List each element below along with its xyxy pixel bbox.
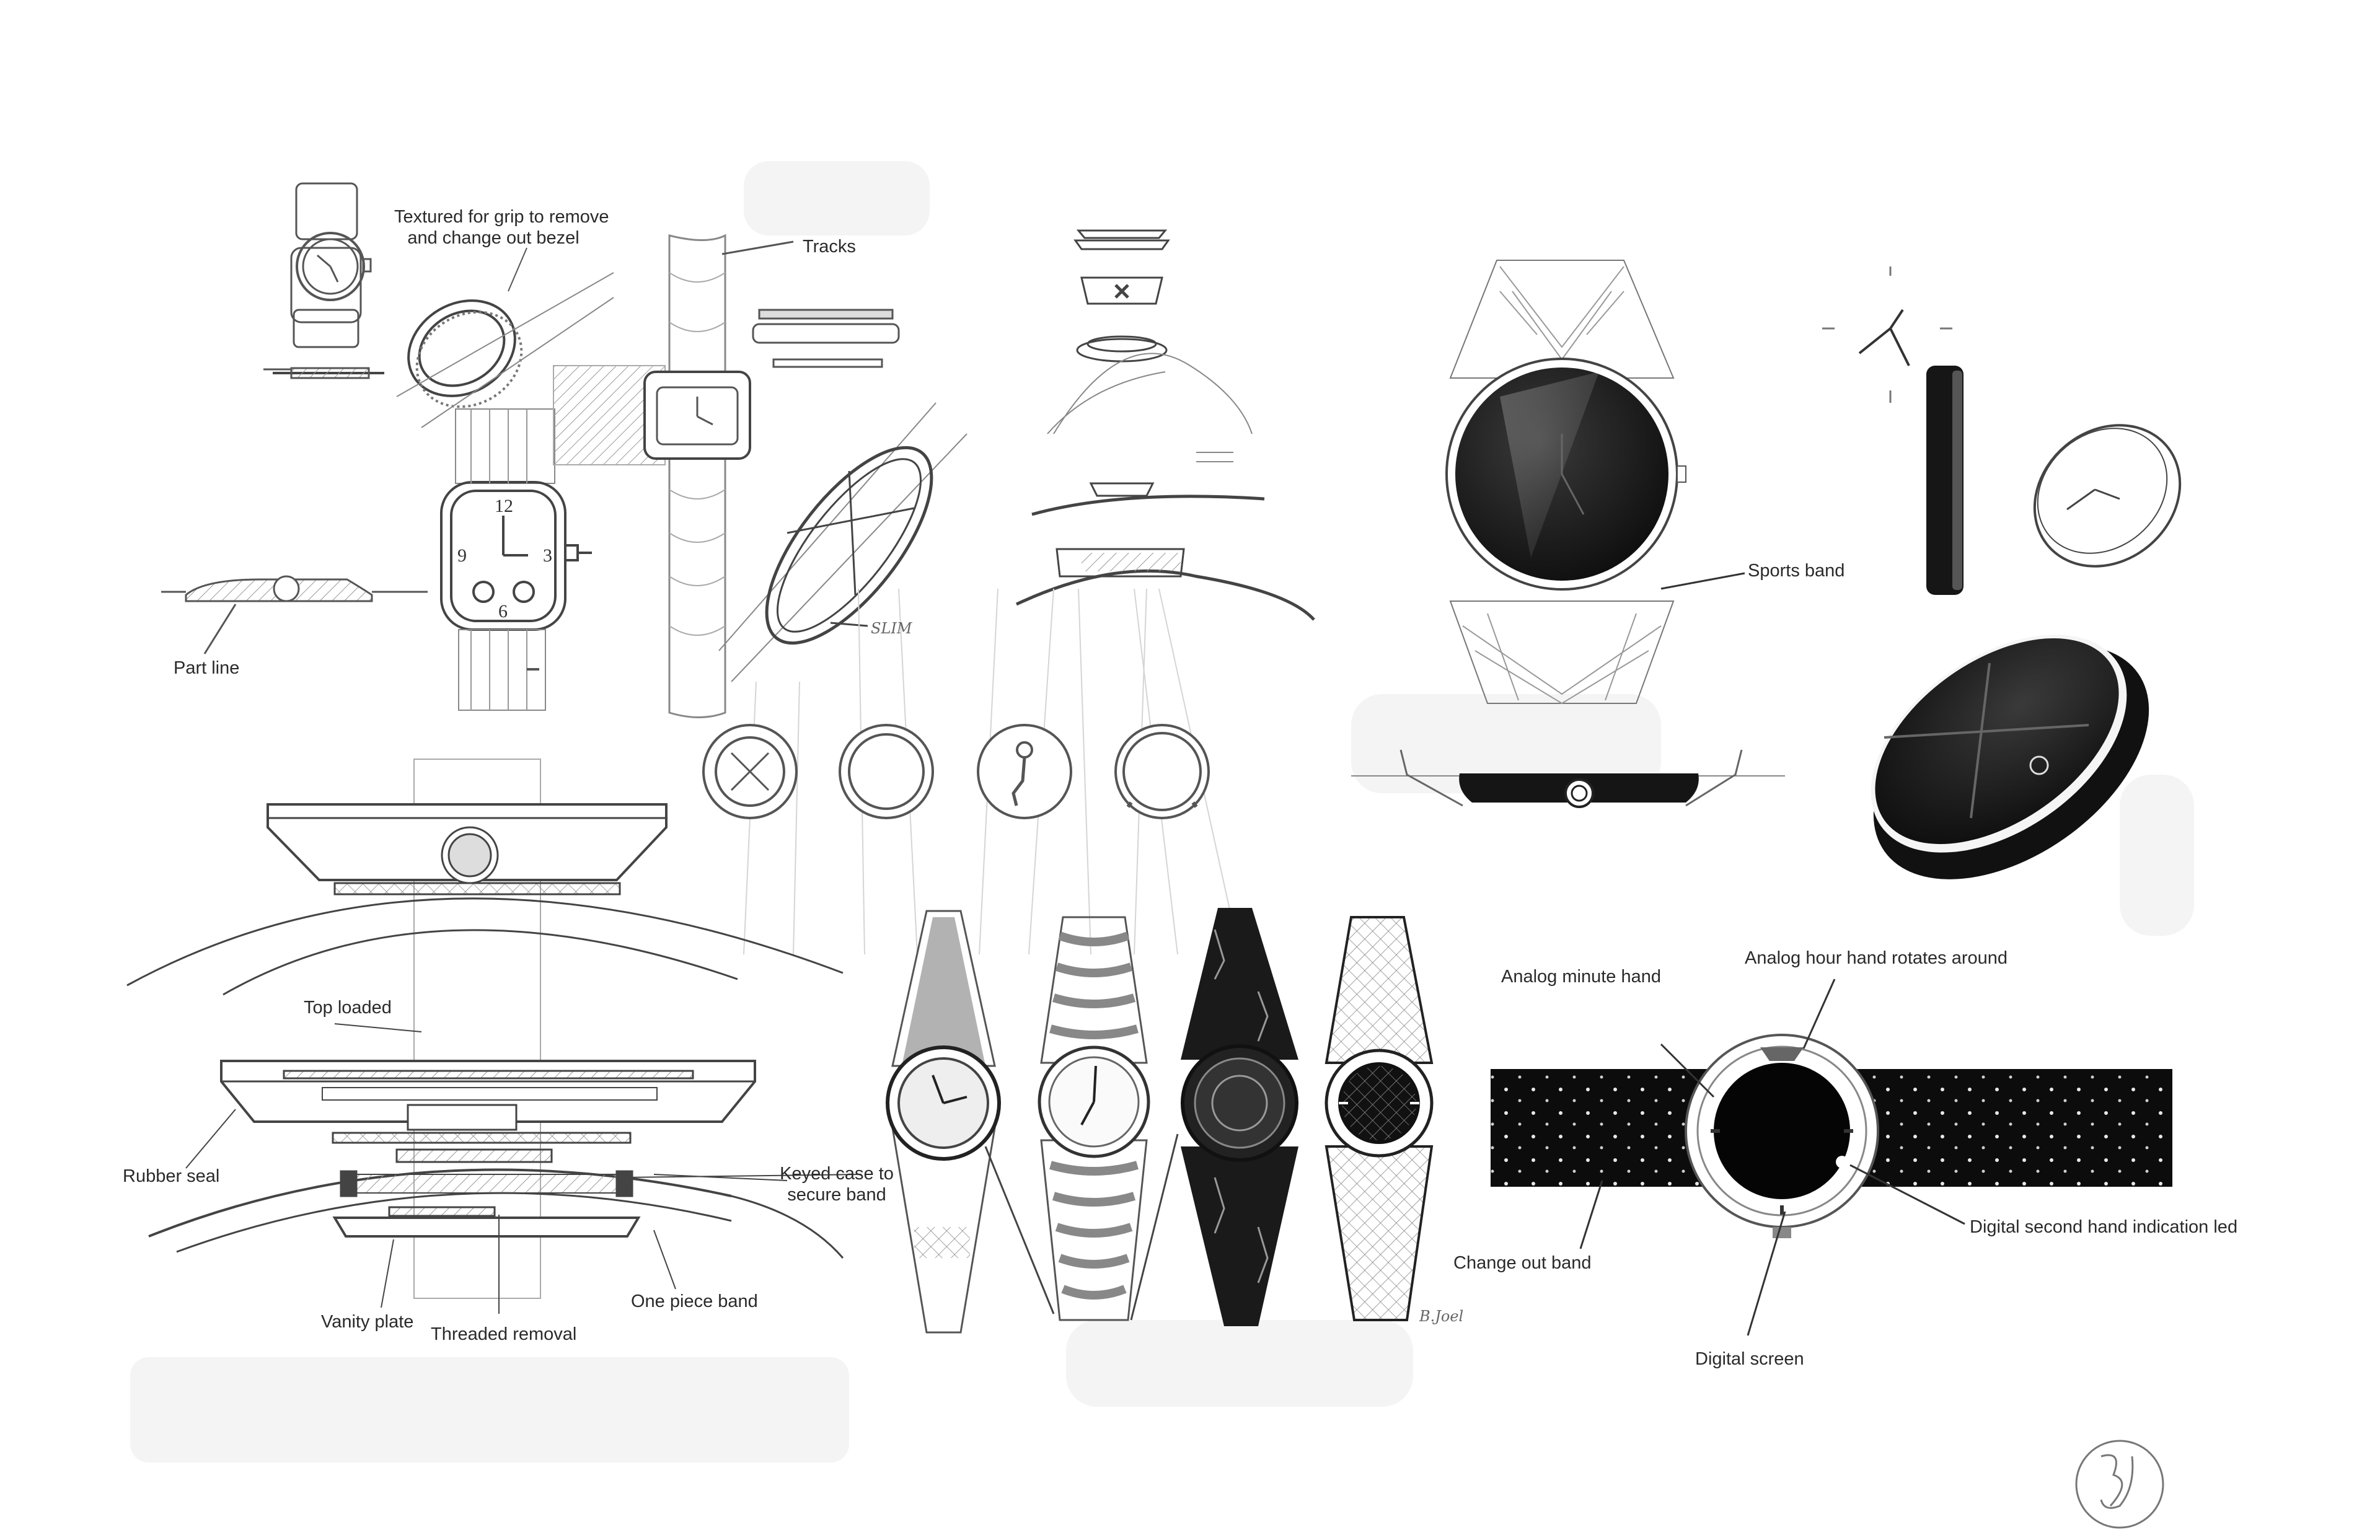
label-analog-minute-hand: Analog minute hand [1501,967,1661,987]
label-vanity-plate: Vanity plate [321,1312,414,1332]
watch-variant-4 [1324,916,1434,1321]
numeral-3: 3 [543,545,552,566]
label-tracks: Tracks [803,237,856,257]
textured-bezel-ring [396,247,614,428]
bezel-ring-row [702,724,1210,819]
side-profile-part-line [161,575,428,654]
watch-variant-2 [1038,916,1150,1321]
exploded-case-stack [1015,229,1315,621]
bezel-ring-marked [1114,724,1210,819]
rect-watch-tracks [553,234,794,718]
bezel-ring-cross [702,724,798,819]
label-rubber-seal: Rubber seal [123,1166,220,1186]
label-threaded-removal: Threaded removal [431,1324,577,1344]
label-bezel-grip-1: Textured for grip to remove [394,207,609,227]
label-sports-band: Sports band [1748,561,1845,581]
label-digital-second-hand: Digital second hand indication led [1970,1217,2238,1237]
label-keyed-case-1: Keyed case to [780,1164,894,1184]
small-watch-front [263,182,384,379]
label-analog-hour-hand: Analog hour hand rotates around [1745,948,2008,968]
label-slim: SLIM [871,620,912,637]
monogram-seal [2075,1440,2164,1529]
dark-puck-watch [1871,635,2149,879]
label-change-out-band: Change out band [1453,1253,1592,1273]
angled-white-watch [2033,424,2182,568]
bezel-ring-plain [839,724,934,819]
numeral-6: 6 [498,601,508,622]
label-top-loaded: Top loaded [304,998,392,1018]
cushion-watch-front [440,408,592,711]
cushion-watch-numerals: 12 9 3 6 [457,496,552,622]
slim-bars [752,309,900,368]
numeral-12: 12 [495,496,513,516]
digital-analog-band-watch [1491,979,2172,1336]
sports-band-watch [1445,260,1745,705]
watch-variant-3 [1130,908,1298,1326]
case-section-assembly [126,759,862,1314]
label-bezel-grip-2: and change out bezel [407,228,580,248]
label-part-line: Part line [174,658,240,678]
dark-watch-side-profile [1351,749,1785,808]
slim-case-edge [1822,266,1963,595]
watch-variant-1 [886,910,1055,1334]
artist-signature: B.Joel [1419,1308,1464,1325]
bezel-ring-cut [977,724,1072,819]
label-keyed-case-2: secure band [787,1185,886,1205]
label-digital-screen: Digital screen [1695,1349,1804,1369]
numeral-9: 9 [457,545,467,566]
slim-watch-angled [718,402,967,682]
label-one-piece-band: One piece band [631,1291,758,1311]
background-smudges [130,161,2194,1463]
